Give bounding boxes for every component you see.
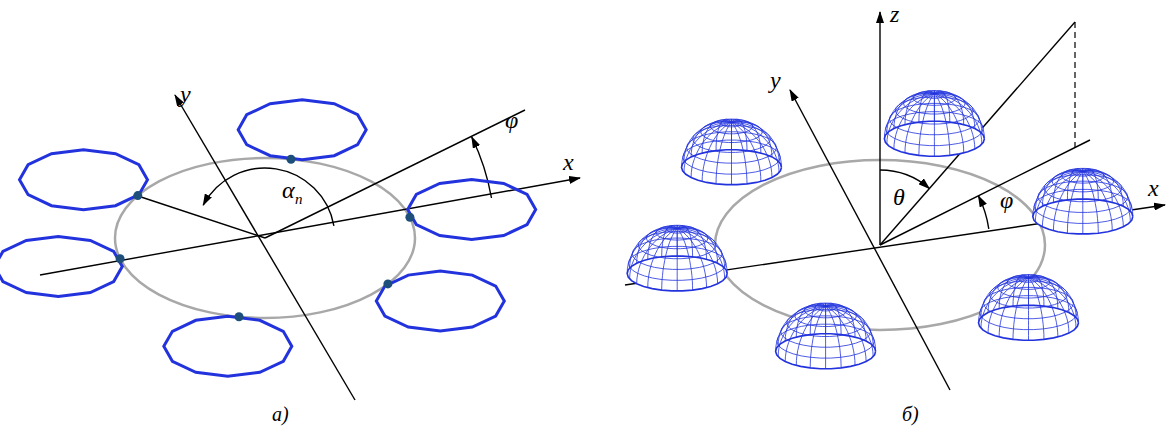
axis-label: x [563,150,574,174]
angle-label: θ [893,185,905,209]
panel-label: б) [902,404,919,424]
z-axis [879,12,880,245]
axis-label: x [1148,176,1159,200]
axis-label: z [890,2,899,26]
radiation-pattern [776,303,876,369]
panel-a [0,95,580,400]
projection-line [1074,22,1075,150]
radiation-patterns [627,91,1133,369]
angle-label: φ [1000,188,1013,212]
phi-arc [472,137,492,198]
y-axis [175,95,355,400]
loop-antenna [408,180,536,240]
element-line [138,196,265,238]
x-axis [40,178,580,275]
loop-antenna [238,100,366,160]
axis-label: y [180,82,191,106]
direction-line [265,110,525,238]
axis-label: y [770,68,781,92]
radiation-pattern [884,91,984,157]
alpha-arc [203,168,334,226]
loop-antenna [164,316,292,376]
feed-point [116,254,125,263]
ring [115,158,415,318]
loop-antenna [0,237,122,297]
feed-point [287,155,296,164]
angle-label: α [282,178,295,202]
feed-point [383,279,392,288]
feed-point [405,213,414,222]
loop-antenna [376,271,504,331]
radiation-pattern [1033,168,1133,234]
feed-point [133,191,142,200]
radiation-pattern [627,225,727,291]
panel-label: а) [272,404,289,424]
radiation-pattern [682,119,782,185]
loop-antennas [0,100,536,377]
phi-arc [978,196,988,229]
angle-label: φ [505,108,518,132]
radiation-pattern [978,275,1078,341]
loop-antenna [20,150,148,210]
panel-b [625,12,1165,390]
angle-subscript: n [295,192,303,207]
feed-point [235,312,244,321]
